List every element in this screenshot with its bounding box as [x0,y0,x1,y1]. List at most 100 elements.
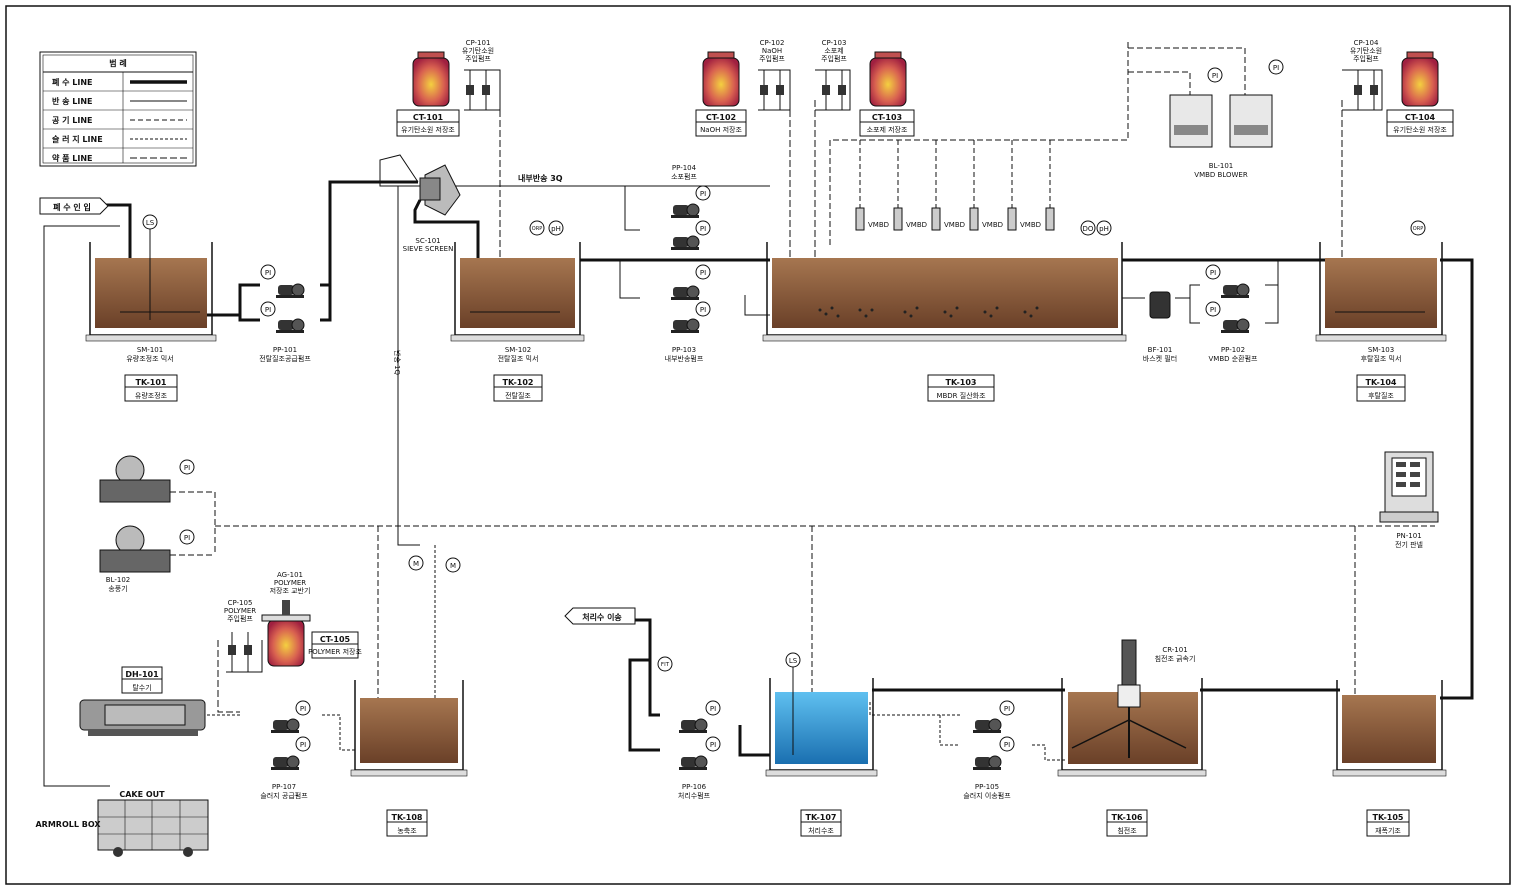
tank-tk108: TK-108 농축조 [350,680,468,837]
svg-text:PI: PI [700,190,706,198]
tank-tk102: ORP pH SM-102 전탈질조 믹서 TK-102 전탈질조 [450,220,585,402]
pp104-name: 소포펌프 [671,172,697,181]
pi-icon [260,301,276,317]
pump-pp103: PI PI PP-103 내부반송펌프 [665,264,711,363]
pi-icon [695,185,711,201]
tk104-id: TK-104 [1366,378,1397,387]
blower-bl101: PI PI BL-101 VMBD BLOWER [1169,59,1284,179]
svg-text:pH: pH [1099,225,1109,233]
tk103-name: MBDR 질산화조 [936,391,986,400]
m-icon [408,555,424,571]
cp102-l1: NaOH [762,47,782,55]
ct104-id: CT-104 [1405,113,1436,122]
cp105-l1: POLYMER [224,607,256,615]
pump-pp101: PI PI PP-101 전탈질조공급펌프 [259,264,311,363]
pn101-name: 전기 판넬 [1395,540,1423,549]
pi-icon [1205,301,1221,317]
inflow-tag: 폐 수 인 입 [39,197,109,215]
pi-icon [695,301,711,317]
cp104-l1: 유기탄소원 [1350,46,1382,55]
cr101-id: CR-101 [1162,646,1187,654]
svg-text:PI: PI [710,705,716,713]
pi-icon [179,529,195,545]
cp104-l2: 주입펌프 [1353,54,1379,63]
pi-icon [295,736,311,752]
pi-icon [1268,59,1284,75]
pi-icon [705,700,721,716]
svg-text:LS: LS [789,657,798,665]
tk106-name: 침전조 [1117,826,1137,835]
dewatering-dh101: DH-101 탈수기 CAKE OUT ARMROLL BOX [35,666,209,857]
outflow-label: 처리수 이송 [582,612,622,622]
svg-text:PI: PI [710,741,716,749]
sm102-id: SM-102 [505,346,531,354]
cake-out-label: CAKE OUT [119,790,165,799]
pump-pp104: PP-104 소포펌프 PI PI [670,164,711,251]
tk103-id: TK-103 [946,378,977,387]
recycle-3q-label: 내부반송 3Q [518,173,563,183]
tank-tk106: CR-101 침전조 긁속기 TK-106 침전조 [1057,639,1207,837]
cp104-id: CP-104 [1354,39,1379,47]
sm103-id: SM-103 [1368,346,1394,354]
vmbd-units: VMBD VMBD VMBD VMBD VMBD [855,140,1055,231]
tank-tk101: LS SM-101 유량조정조 믹서 TK-101 유량조정조 [85,214,217,402]
ct101-name: 유기탄소원 저장조 [401,125,455,134]
tk106-id: TK-106 [1112,813,1143,822]
ph-icon [548,220,564,236]
svg-text:PI: PI [265,306,271,314]
sieve-screen-sc101: SC-101 SIEVE SCREEN [403,164,461,253]
orp-icon [1410,220,1426,236]
pump-pp106: PI PI PP-106 처리수펌프 [678,700,721,800]
cp105-l2: 주입펌프 [227,614,253,623]
cp102-l2: 주입펌프 [759,54,785,63]
pp103-id: PP-103 [672,346,696,354]
bl102-id: BL-102 [106,576,130,584]
bl102-name: 송풍기 [108,584,127,593]
pi-icon [295,700,311,716]
tk108-name: 농축조 [397,826,417,835]
ct103-id: CT-103 [872,113,902,122]
recycle-1q-label: 반송 1Q [393,350,402,376]
tank-tk105: TK-105 재폭기조 [1332,680,1447,837]
main-piping [43,42,1474,787]
sm101-name: 유량조정조 믹서 [126,354,173,363]
svg-text:PI: PI [1004,705,1010,713]
orp-icon [529,220,545,236]
sc101-name: SIEVE SCREEN [403,245,454,253]
svg-text:PI: PI [265,269,271,277]
svg-text:M: M [450,562,456,570]
pp107-name: 슬러지 공급펌프 [260,791,308,800]
ag101-id: AG-101 [277,571,303,579]
cp101-l2: 주입펌프 [465,54,491,63]
svg-text:PI: PI [184,464,190,472]
pi-icon [999,700,1015,716]
tk101-id: TK-101 [136,378,167,387]
pp102-name: VMBD 순환펌프 [1208,354,1258,363]
pp106-id: PP-106 [682,783,707,791]
legend-row-sludge: 슬 러 지 LINE [52,134,103,144]
pp107-id: PP-107 [272,783,296,791]
chemical-tank-ct103: CT-103 소포제 저장조 CP-103 소포제 주입펌프 [815,39,915,137]
svg-text:PI: PI [700,306,706,314]
fit-icon [657,656,673,672]
svg-text:DO: DO [1083,225,1094,233]
pump-pp102: PI PI PP-102 VMBD 순환펌프 [1205,264,1258,363]
pi-icon [705,736,721,752]
ct105-name: POLYMER 저장조 [308,647,362,656]
pp105-name: 슬러지 이송펌프 [963,791,1011,800]
ag101-name1: POLYMER [274,579,306,587]
vmbd-label: VMBD [906,221,927,229]
cp101-id: CP-101 [466,39,491,47]
tk101-name: 유량조정조 [135,391,168,400]
ct101-id: CT-101 [413,113,444,122]
svg-text:PI: PI [1212,72,1218,80]
ct104-name: 유기탄소원 저장조 [1393,125,1447,134]
sm103-name: 후탈질조 믹서 [1361,354,1402,363]
sc101-id: SC-101 [415,237,440,245]
vmbd-label: VMBD [868,221,889,229]
cp102-id: CP-102 [760,39,785,47]
svg-text:PI: PI [1210,269,1216,277]
svg-text:FIT: FIT [661,662,670,668]
basket-filter-bf101: BF-101 바스켓 필터 [1143,291,1177,363]
legend: 범 례 폐 수 LINE 반 송 LINE 공 기 LINE 슬 러 지 LIN… [39,51,197,167]
